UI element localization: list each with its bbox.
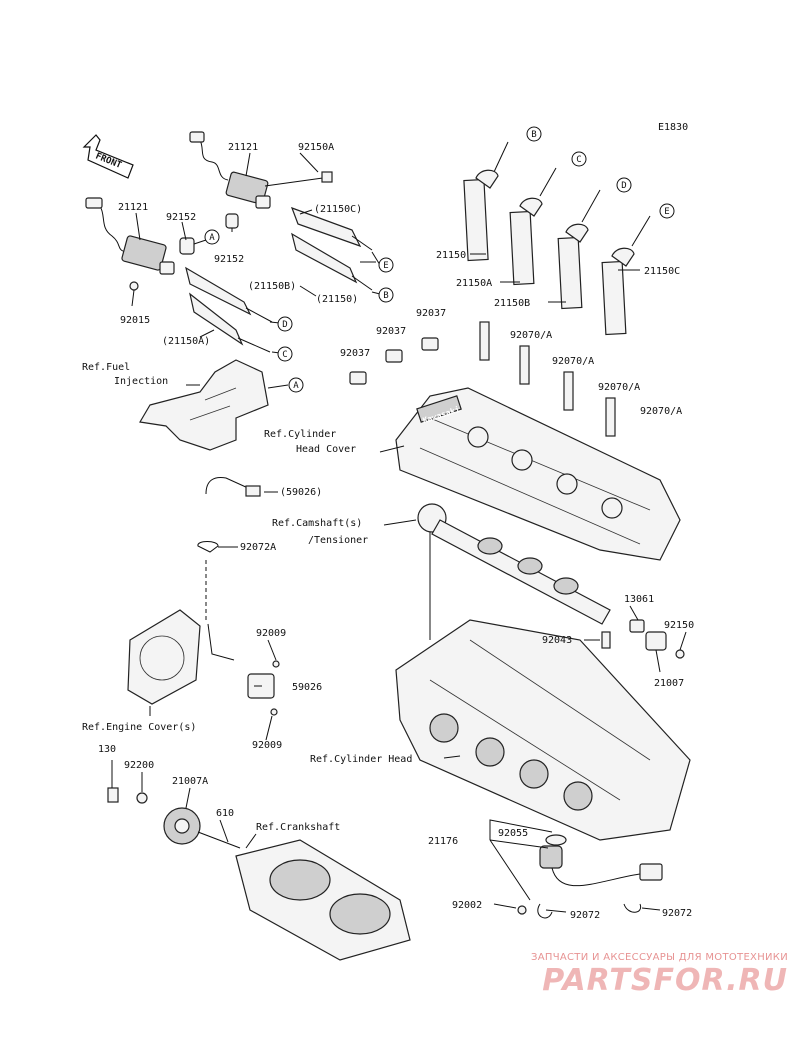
label-21121-top: 21121 xyxy=(228,142,258,153)
sensor-21176 xyxy=(517,834,663,919)
plug-cap-21150B-long xyxy=(557,189,601,310)
diagram-id: E1830 xyxy=(658,122,688,133)
svg-text:D: D xyxy=(282,320,287,330)
label-130: 130 xyxy=(98,744,116,755)
label-92055: 92055 xyxy=(498,828,528,839)
front-arrow-icon: FRONT xyxy=(82,134,134,179)
ignition-coil-top xyxy=(189,131,333,209)
svg-text:C: C xyxy=(576,155,581,165)
label-92150A: 92150A xyxy=(298,142,334,153)
label-92070A-1: 92070/A xyxy=(510,330,552,341)
label-ref-engine-cover: Ref.Engine Cover(s) xyxy=(82,722,196,733)
plug-cap-21150-long xyxy=(463,141,509,262)
label-21150B-paren: (21150B) xyxy=(248,281,296,292)
part-labels: 21121 92150A 21121 92152 92152 (21150C) … xyxy=(82,142,694,921)
crankshaft xyxy=(235,839,411,961)
plug-cap-21150C-long xyxy=(601,215,651,336)
watermark: ЗАПЧАСТИ И АКСЕССУАРЫ ДЛЯ МОТОТЕХНИКИ PA… xyxy=(488,952,788,998)
engine-cover xyxy=(127,609,280,716)
leader-lines xyxy=(111,152,687,913)
label-ref-cyl-cover-2: Head Cover xyxy=(296,444,356,455)
svg-text:B: B xyxy=(531,130,536,140)
fuel-injection-bracket xyxy=(139,359,269,451)
crank-gear xyxy=(107,787,241,849)
label-13061: 13061 xyxy=(624,594,654,605)
svg-text:E: E xyxy=(383,261,388,271)
label-92037-b: 92037 xyxy=(376,326,406,337)
label-92150: 92150 xyxy=(664,620,694,631)
svg-text:B: B xyxy=(383,291,388,301)
label-ref-crankshaft: Ref.Crankshaft xyxy=(256,822,340,833)
svg-text:A: A xyxy=(293,381,299,391)
plug-cap-21150C xyxy=(290,206,373,251)
clip-92072A xyxy=(197,541,219,553)
watermark-logo: PARTSFOR.RU xyxy=(542,963,788,998)
callout-A-2: A xyxy=(288,377,304,393)
label-92152-b: 92152 xyxy=(214,254,244,265)
sensor-59026-top xyxy=(205,477,261,497)
callout-D-2: D xyxy=(277,316,293,332)
label-21150B: 21150B xyxy=(494,298,530,309)
label-ref-fuel-2: Injection xyxy=(114,376,168,387)
callout-C-1: C xyxy=(571,151,587,167)
label-21150A: 21150A xyxy=(456,278,492,289)
clamps-92037 xyxy=(349,337,439,385)
label-92009-b: 92009 xyxy=(252,740,282,751)
plug-cap-21150 xyxy=(291,232,373,291)
label-92072-a: 92072 xyxy=(570,910,600,921)
cylinder-head xyxy=(395,619,691,841)
label-92002: 92002 xyxy=(452,900,482,911)
label-92070A-4: 92070/A xyxy=(640,406,682,417)
label-92152-a: 92152 xyxy=(166,212,196,223)
label-ref-cyl-head: Ref.Cylinder Head xyxy=(310,754,412,765)
label-21176: 21176 xyxy=(428,836,458,847)
label-92037-a: 92037 xyxy=(416,308,446,319)
svg-text:C: C xyxy=(282,350,287,360)
plug-cap-21150A-long xyxy=(509,167,557,286)
label-610: 610 xyxy=(216,808,234,819)
label-ref-camshaft-2: /Tensioner xyxy=(308,535,368,546)
label-21150-paren: (21150) xyxy=(316,294,358,305)
camshaft xyxy=(417,503,685,659)
label-92200: 92200 xyxy=(124,760,154,771)
label-92070A-2: 92070/A xyxy=(552,356,594,367)
label-21150A-paren: (21150A) xyxy=(162,336,210,347)
callout-B-1: B xyxy=(526,126,542,142)
plug-cap-21150B xyxy=(185,266,273,323)
cylinder-head-cover: Kawasaki xyxy=(395,387,681,561)
callout-C-2: C xyxy=(277,346,293,362)
spark-plugs xyxy=(479,321,616,437)
label-ref-fuel-1: Ref.Fuel xyxy=(82,362,130,373)
callout-B-2: B xyxy=(378,287,394,303)
label-92072A: 92072A xyxy=(240,542,276,553)
label-59026: 59026 xyxy=(292,682,322,693)
ignition-coil-left xyxy=(85,197,239,291)
label-92015: 92015 xyxy=(120,315,150,326)
callout-E-1: E xyxy=(659,203,675,219)
label-92070A-3: 92070/A xyxy=(598,382,640,393)
callout-A-1: A xyxy=(204,229,220,245)
label-92043: 92043 xyxy=(542,635,572,646)
label-21007: 21007 xyxy=(654,678,684,689)
label-21150C: 21150C xyxy=(644,266,680,277)
label-21150C-paren: (21150C) xyxy=(314,204,362,215)
label-92037-c: 92037 xyxy=(340,348,370,359)
label-92009-a: 92009 xyxy=(256,628,286,639)
label-92072-b: 92072 xyxy=(662,908,692,919)
callout-D-1: D xyxy=(616,177,632,193)
label-21007A: 21007A xyxy=(172,776,208,787)
label-21121-left: 21121 xyxy=(118,202,148,213)
label-21150: 21150 xyxy=(436,250,466,261)
svg-text:E: E xyxy=(664,207,669,217)
label-ref-camshaft-1: Ref.Camshaft(s) xyxy=(272,518,362,529)
svg-text:D: D xyxy=(621,181,626,191)
label-59026-paren: (59026) xyxy=(280,487,322,498)
label-ref-cyl-cover-1: Ref.Cylinder xyxy=(264,429,336,440)
callout-E-2: E xyxy=(378,257,394,273)
svg-text:A: A xyxy=(209,233,215,243)
plug-cap-21150A xyxy=(189,292,271,353)
watermark-tagline: ЗАПЧАСТИ И АКСЕССУАРЫ ДЛЯ МОТОТЕХНИКИ xyxy=(531,952,788,963)
